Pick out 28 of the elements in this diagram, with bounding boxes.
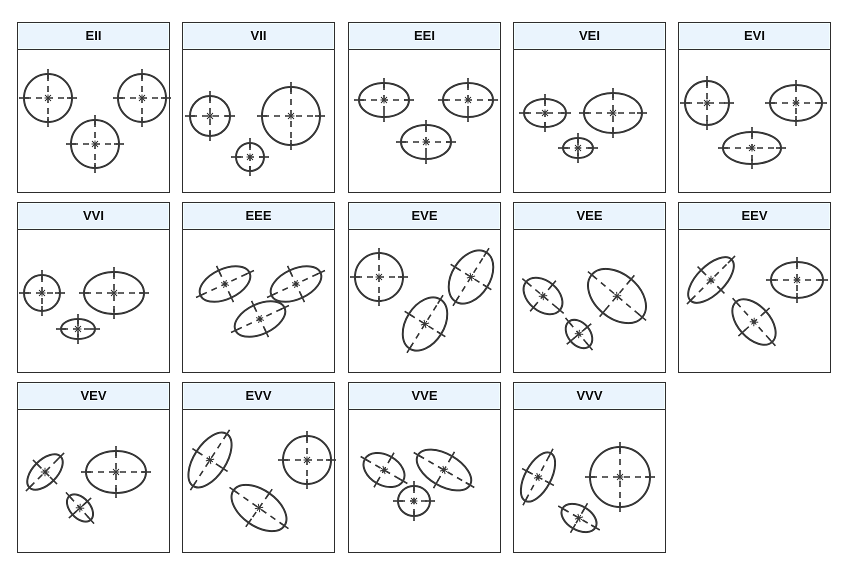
panel xyxy=(513,382,666,553)
panel xyxy=(182,22,335,193)
panel-title: VEV xyxy=(80,387,106,406)
panel xyxy=(17,382,170,553)
panel xyxy=(513,22,666,193)
panel-title: VII xyxy=(250,27,266,46)
panel xyxy=(513,202,666,373)
panel-title: EII xyxy=(86,27,102,46)
panel xyxy=(348,22,501,193)
panel-title: VVE xyxy=(411,387,438,406)
panel xyxy=(678,22,831,193)
panel xyxy=(348,382,501,553)
panel-title: EEE xyxy=(245,207,272,226)
panel xyxy=(17,202,170,373)
panel xyxy=(678,202,831,373)
panel xyxy=(182,382,335,553)
panel-title: VEE xyxy=(576,207,602,226)
panel-title: EEV xyxy=(741,207,768,226)
panel xyxy=(182,202,335,373)
panel xyxy=(348,202,501,373)
panel xyxy=(17,22,170,193)
panel-title: VVV xyxy=(576,387,602,406)
panel-title: EVV xyxy=(245,387,272,406)
panel-title: VEI xyxy=(579,27,600,46)
panel-title: VVI xyxy=(83,207,104,226)
panel-title: EEI xyxy=(414,27,435,46)
panel-title: EVE xyxy=(411,207,438,226)
panel-title: EVI xyxy=(744,27,765,46)
